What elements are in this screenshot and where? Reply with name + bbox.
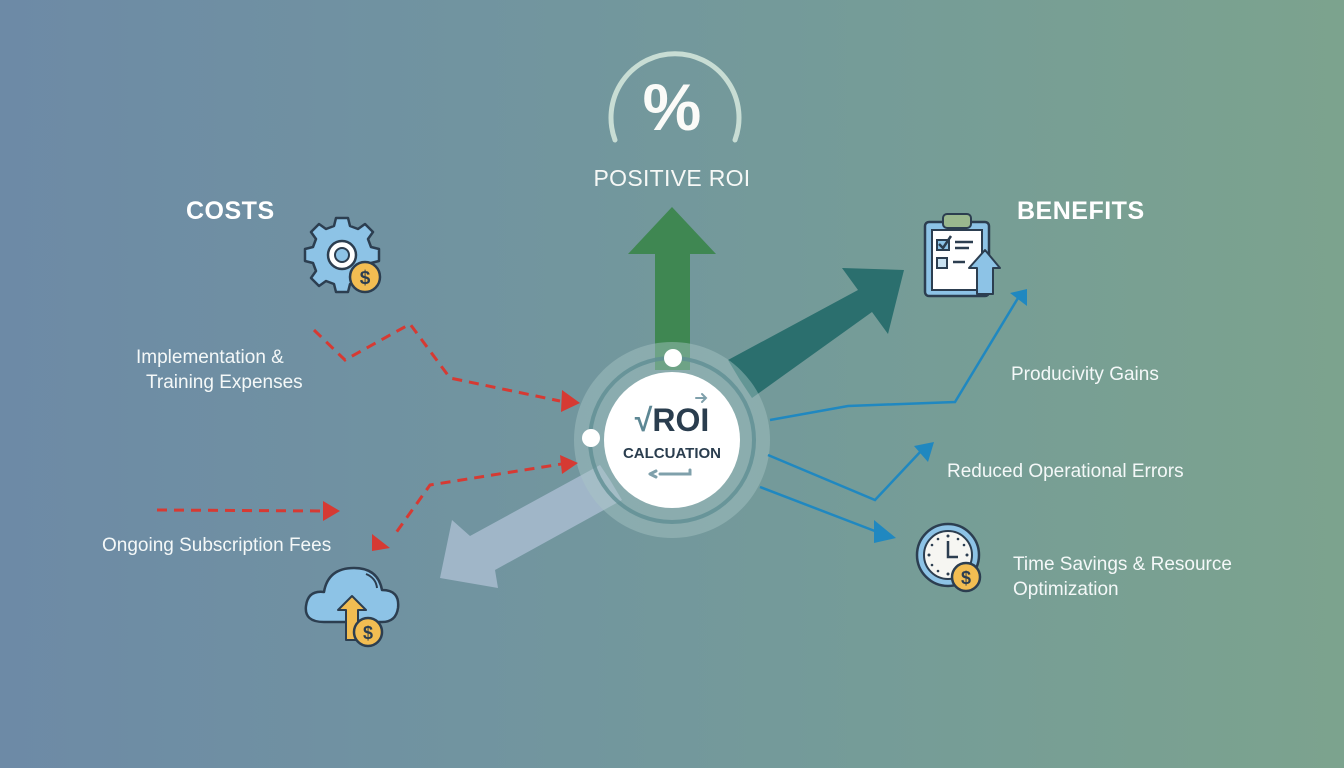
percent-icon: % <box>642 70 702 144</box>
benefit-item-time-savings-line2: Optimization <box>1013 579 1119 600</box>
cost-item-implementation-line2: Training Expenses <box>146 372 303 393</box>
ring-node-left[interactable] <box>582 429 600 447</box>
roi-subtitle: CALCUATION <box>622 445 722 462</box>
clipboard-checklist-up-icon <box>923 213 1001 298</box>
costs-heading: COSTS <box>186 197 275 225</box>
positive-roi-up-arrow <box>628 207 716 370</box>
svg-text:$: $ <box>363 623 373 643</box>
cloud-upload-dollar-icon: $ <box>304 566 400 648</box>
positive-roi-label: POSITIVE ROI <box>593 165 751 191</box>
clock-dollar-icon: $ <box>915 522 982 593</box>
cost-item-subscription: Ongoing Subscription Fees <box>102 535 332 556</box>
cost-item-implementation-line1: Implementation & <box>136 347 284 368</box>
roi-title-text: ROI <box>652 402 710 438</box>
sqrt-icon: √ <box>634 402 653 438</box>
gear-dollar-icon: $ <box>303 216 382 294</box>
svg-text:$: $ <box>360 268 371 289</box>
benefit-item-time-savings: Time Savings & Resource Optimization <box>1013 552 1232 602</box>
costs-diagonal-arrow <box>440 465 622 588</box>
cost-connector-subscription-top <box>156 501 340 521</box>
ring-node-top[interactable] <box>664 349 682 367</box>
benefit-connector-productivity <box>769 289 1027 422</box>
cost-item-implementation: Implementation & Training Expenses <box>136 345 303 395</box>
benefits-diagonal-arrow <box>728 268 904 398</box>
center-arrow-right-icon <box>695 393 708 403</box>
svg-text:$: $ <box>961 568 971 588</box>
benefit-item-errors: Reduced Operational Errors <box>947 461 1184 482</box>
roi-calculation-hub[interactable]: √ROI CALCUATION <box>604 372 740 508</box>
percent-arc <box>608 51 742 143</box>
cost-connector-implementation <box>312 322 580 412</box>
roi-title: √ROI <box>604 402 740 438</box>
cost-connector-subscription-return <box>372 455 578 551</box>
benefits-heading: BENEFITS <box>1017 197 1145 225</box>
benefit-item-time-savings-line1: Time Savings & Resource <box>1013 554 1232 575</box>
benefit-connector-time <box>759 485 896 543</box>
benefit-connector-errors <box>767 442 934 502</box>
center-arrow-left-icon <box>648 468 692 479</box>
benefit-item-productivity: Producivity Gains <box>1011 364 1159 385</box>
roi-inner-disc <box>604 372 740 508</box>
